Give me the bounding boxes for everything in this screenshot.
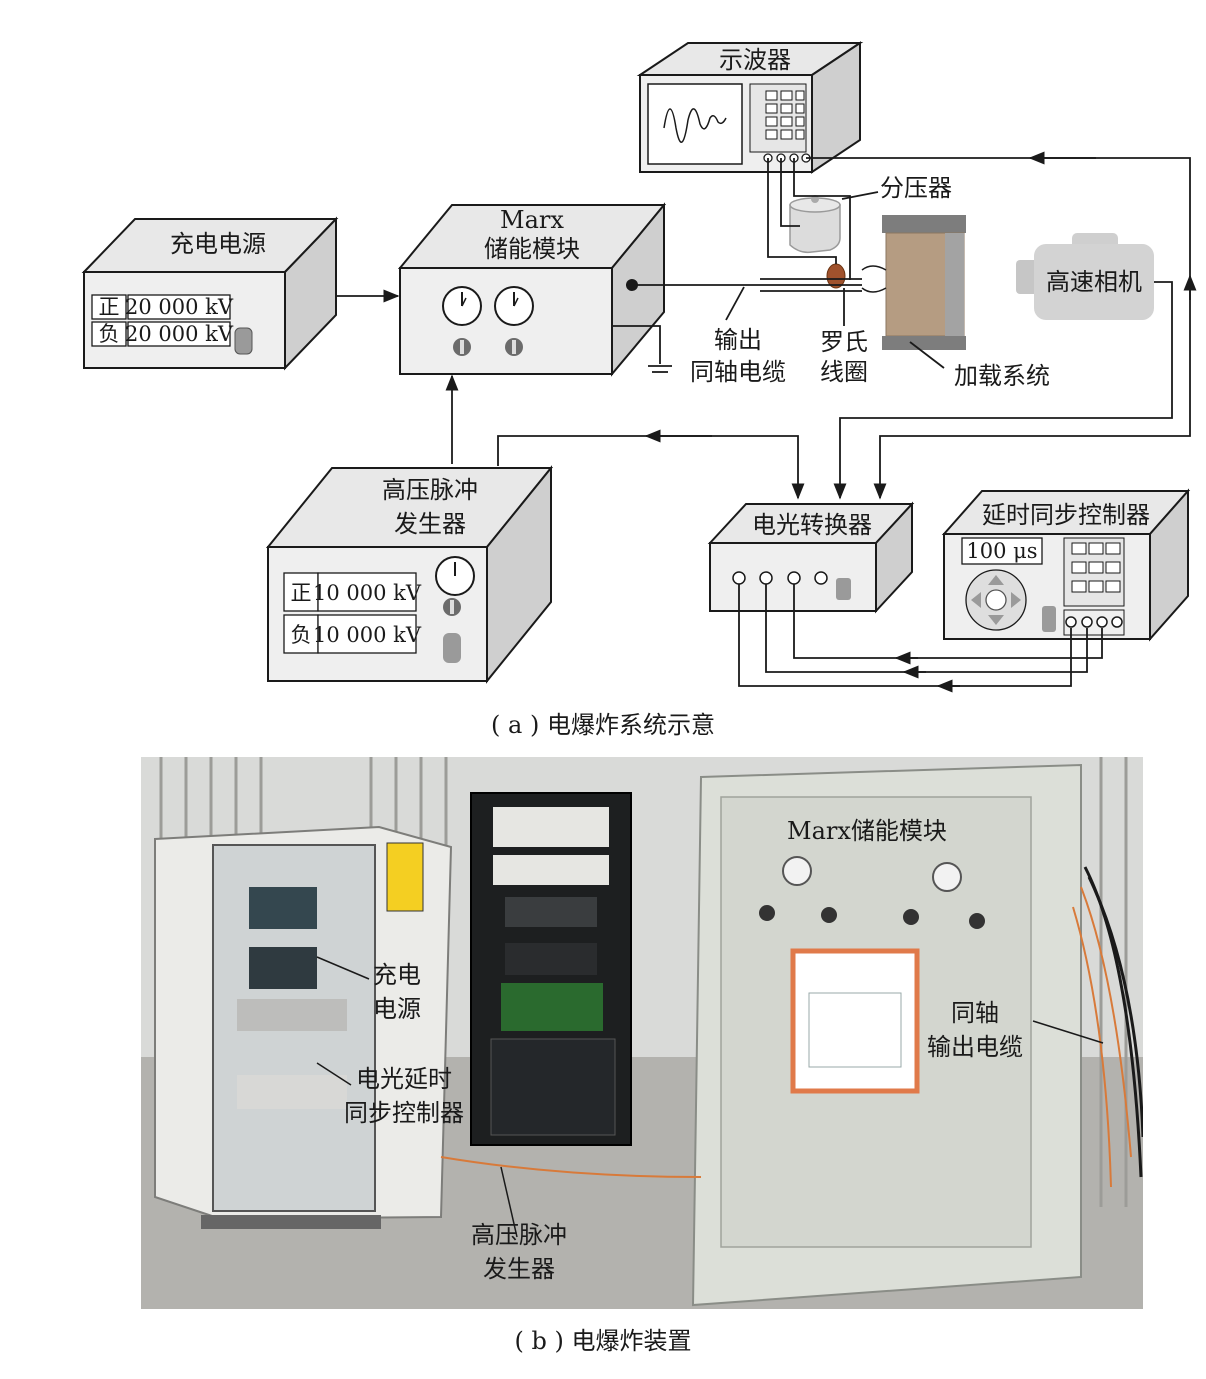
eo-converter-label: 电光转换器 bbox=[752, 511, 872, 539]
voltage-divider bbox=[789, 195, 841, 254]
charger-neg-value: 20 000 kV bbox=[125, 322, 234, 346]
marx-gauge-left bbox=[442, 286, 482, 326]
marx-gauge-right bbox=[494, 286, 534, 326]
rogowski-label-line1: 罗氏 bbox=[820, 328, 868, 356]
delay-controller-box bbox=[941, 488, 1191, 642]
output-cable-label-line1: 输出 bbox=[714, 326, 762, 354]
charger-pos-value: 20 000 kV bbox=[125, 295, 234, 319]
charger-box bbox=[81, 216, 339, 371]
pulse-gen-label-line1: 高压脉冲 bbox=[382, 476, 478, 504]
load-system bbox=[861, 215, 966, 350]
left-cabinet bbox=[154, 825, 453, 1229]
pulse-gen-label-line2: 发生器 bbox=[394, 510, 466, 538]
pulse-generator-box bbox=[265, 465, 554, 684]
pulse-pos-label: 正 bbox=[291, 581, 312, 605]
marx-label-line1: Marx bbox=[500, 206, 564, 234]
eo-converter-box bbox=[707, 501, 915, 614]
photo-coax-label-line1: 同轴 bbox=[951, 999, 999, 1027]
pulse-pos-value: 10 000 kV bbox=[313, 581, 422, 605]
marx-cabinet-photo bbox=[691, 763, 1082, 1307]
oscilloscope-box bbox=[636, 41, 864, 174]
load-system-label: 加载系统 bbox=[954, 362, 1050, 390]
photo-marx-label: Marx储能模块 bbox=[787, 817, 947, 845]
high-speed-camera bbox=[1016, 233, 1154, 320]
charger-neg-label: 负 bbox=[99, 322, 120, 346]
photo-eo-delay-label-line2: 同步控制器 bbox=[344, 1099, 464, 1127]
pulse-neg-label: 负 bbox=[291, 623, 312, 647]
caption-b: ( b ) 电爆炸装置 bbox=[514, 1327, 692, 1355]
middle-cabinet bbox=[470, 792, 632, 1146]
photo-pulse-gen-label-line2: 发生器 bbox=[483, 1255, 555, 1283]
rogowski-label-line2: 线圈 bbox=[820, 358, 868, 386]
divider-label: 分压器 bbox=[880, 174, 952, 202]
cables bbox=[440, 886, 1132, 1188]
delay-value: 100 μs bbox=[966, 539, 1037, 563]
charger-label: 充电电源 bbox=[170, 230, 266, 258]
delay-controller-label: 延时同步控制器 bbox=[982, 501, 1150, 529]
photo-eo-delay-label-line1: 电光延时 bbox=[356, 1065, 452, 1093]
caption-a: ( a ) 电爆炸系统示意 bbox=[491, 711, 715, 739]
camera-label: 高速相机 bbox=[1046, 268, 1142, 296]
equipment-photo: Marx储能模块 充电 电源 电光延时 同步控制器 高压脉冲 发生器 同轴 输出… bbox=[141, 757, 1143, 1309]
marx-label-line2: 储能模块 bbox=[484, 235, 580, 263]
output-cable-label-line2: 同轴电缆 bbox=[690, 358, 786, 386]
charger-pos-label: 正 bbox=[99, 295, 120, 319]
photo-charger-label-line2: 电源 bbox=[373, 995, 421, 1023]
marx-box bbox=[397, 202, 667, 377]
system-diagram: 示波器 充电电源 正 20 000 kV 负 20 000 kV Mar bbox=[81, 41, 1197, 693]
photo-pulse-gen-label-line1: 高压脉冲 bbox=[471, 1221, 567, 1249]
oscilloscope-label: 示波器 bbox=[719, 46, 791, 74]
pulse-neg-value: 10 000 kV bbox=[313, 623, 422, 647]
photo-charger-label-line1: 充电 bbox=[373, 961, 421, 989]
photo-coax-label-line2: 输出电缆 bbox=[927, 1033, 1023, 1061]
connection-lines bbox=[336, 151, 1197, 693]
